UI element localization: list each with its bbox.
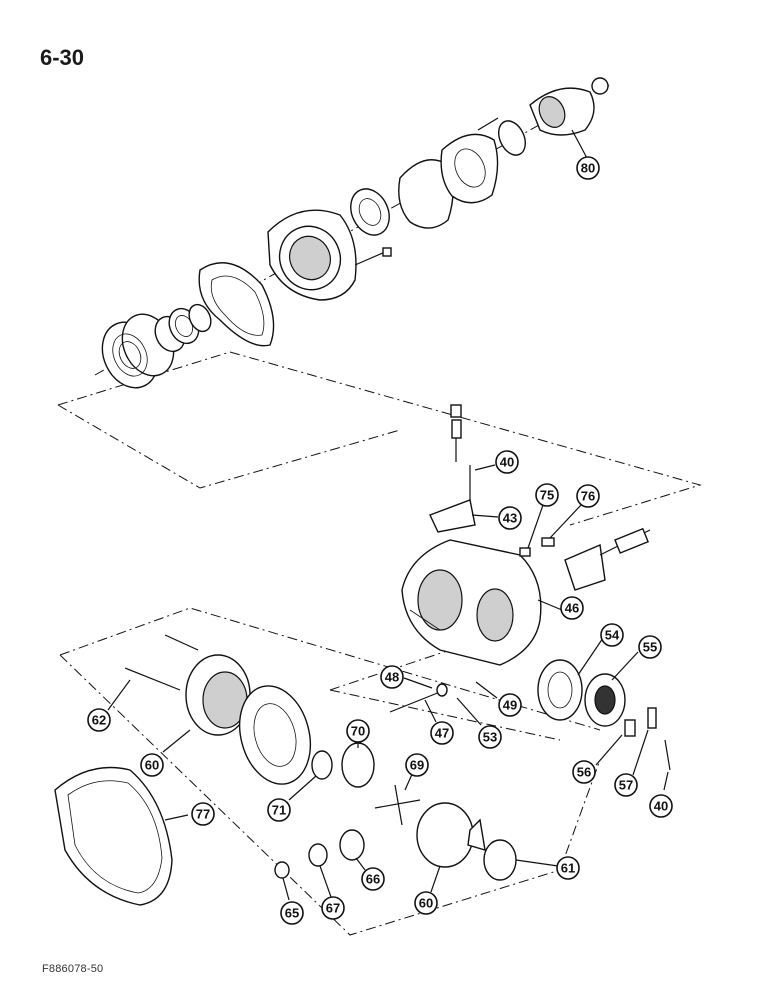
bolt-part-6: [664, 739, 671, 771]
bolt-part-7: [124, 667, 181, 691]
callout-66: 66: [361, 867, 385, 891]
callout-80-label: 80: [581, 161, 595, 176]
differential-case-part: [416, 802, 486, 868]
differential-carrier-part: [185, 654, 251, 736]
callout-46: 46: [560, 596, 584, 620]
callout-65: 65: [280, 901, 304, 925]
screw-stack-part: [450, 404, 462, 462]
callout-40-top: 40: [495, 450, 519, 474]
callout-75-label: 75: [540, 488, 554, 503]
callout-76: 76: [576, 484, 600, 508]
callout-47-label: 47: [435, 726, 449, 741]
callout-75: 75: [535, 483, 559, 507]
pinion-gear-small-part: [339, 829, 365, 861]
callout-66-label: 66: [366, 872, 380, 887]
assembly-outline-upper: [57, 351, 702, 526]
ring-gear-part: [239, 685, 311, 785]
pinion-washer-part: [308, 843, 328, 867]
washer-part: [436, 683, 448, 697]
callout-43: 43: [498, 506, 522, 530]
cover-gasket-inner: [67, 780, 163, 894]
callout-60-lower: 60: [414, 891, 438, 915]
housing-part: [267, 209, 357, 301]
callout-61-label: 61: [561, 861, 575, 876]
bolt-part-2: [477, 117, 499, 131]
bearing-cone-part: [483, 839, 517, 881]
bearing-part-2: [350, 188, 390, 236]
callout-69-label: 69: [410, 758, 424, 773]
bearing-cup-part: [537, 659, 583, 721]
callout-60-upper-label: 60: [145, 758, 159, 773]
callout-49: 49: [498, 693, 522, 717]
callout-62: 62: [87, 708, 111, 732]
callout-48: 48: [380, 665, 404, 689]
callout-71-label: 71: [272, 803, 286, 818]
callout-48-label: 48: [385, 670, 399, 685]
gasket-part: [198, 262, 275, 347]
callout-46-label: 46: [565, 601, 579, 616]
bolt-part: [354, 247, 392, 266]
spider-cross-part: [374, 784, 421, 826]
pinion-gear-part: [564, 527, 651, 591]
callout-70-label: 70: [351, 724, 365, 739]
leader-lines: [107, 129, 669, 901]
callout-47: 47: [430, 721, 454, 745]
callout-57-label: 57: [619, 778, 633, 793]
top-center-axis: [94, 84, 611, 376]
seal-part: [498, 120, 526, 156]
bracket-part: [429, 499, 476, 533]
bolt-part-4: [541, 537, 555, 547]
callout-53-label: 53: [483, 730, 497, 745]
callout-76-label: 76: [581, 489, 595, 504]
callout-70: 70: [346, 719, 370, 743]
callout-61: 61: [556, 856, 580, 880]
callout-77: 77: [191, 802, 215, 826]
callout-60-lower-label: 60: [419, 896, 433, 911]
pin-small-part: [274, 861, 290, 879]
page-number: 6-30: [40, 45, 85, 70]
lock-part: [647, 707, 657, 729]
snap-ring-part: [188, 303, 212, 333]
callout-67: 67: [321, 896, 345, 920]
callout-77-label: 77: [196, 807, 210, 822]
cover-gasket-part: [54, 766, 173, 906]
bearing-cup-inner: [547, 671, 573, 709]
bolt-part-8: [164, 634, 199, 651]
callout-65-label: 65: [285, 906, 299, 921]
assembly-outline-middle: [329, 639, 561, 741]
callout-69: 69: [405, 753, 429, 777]
callout-40-bottom: 40: [649, 794, 673, 818]
callout-54: 54: [600, 623, 624, 647]
retainer-part: [440, 133, 499, 204]
callout-49-label: 49: [503, 698, 517, 713]
callout-53: 53: [478, 725, 502, 749]
callout-60-upper: 60: [140, 753, 164, 777]
callout-80: 80: [576, 156, 600, 180]
yoke-part: [529, 77, 609, 136]
thrust-washer-part: [311, 750, 333, 780]
callout-43-label: 43: [503, 511, 517, 526]
lock-plate-part: [624, 719, 636, 737]
callout-57: 57: [614, 773, 638, 797]
side-gear-part: [341, 742, 375, 788]
assembly-outline-lower: [59, 607, 601, 936]
callout-40-top-label: 40: [500, 455, 514, 470]
callout-56-label: 56: [577, 765, 591, 780]
callout-55: 55: [638, 635, 662, 659]
adjuster-nut-part: [584, 673, 626, 727]
cover-plate-part: [398, 159, 454, 229]
callout-55-label: 55: [643, 640, 657, 655]
carrier-housing-part: [401, 539, 542, 666]
callout-67-label: 67: [326, 901, 340, 916]
bolt-part-5: [389, 691, 441, 713]
callout-62-label: 62: [92, 713, 106, 728]
callout-56: 56: [572, 760, 596, 784]
callout-54-label: 54: [605, 628, 620, 643]
pin-part: [519, 547, 531, 557]
callout-71: 71: [267, 798, 291, 822]
figure-code: F886078-50: [42, 963, 104, 975]
callout-40-bottom-label: 40: [654, 799, 668, 814]
